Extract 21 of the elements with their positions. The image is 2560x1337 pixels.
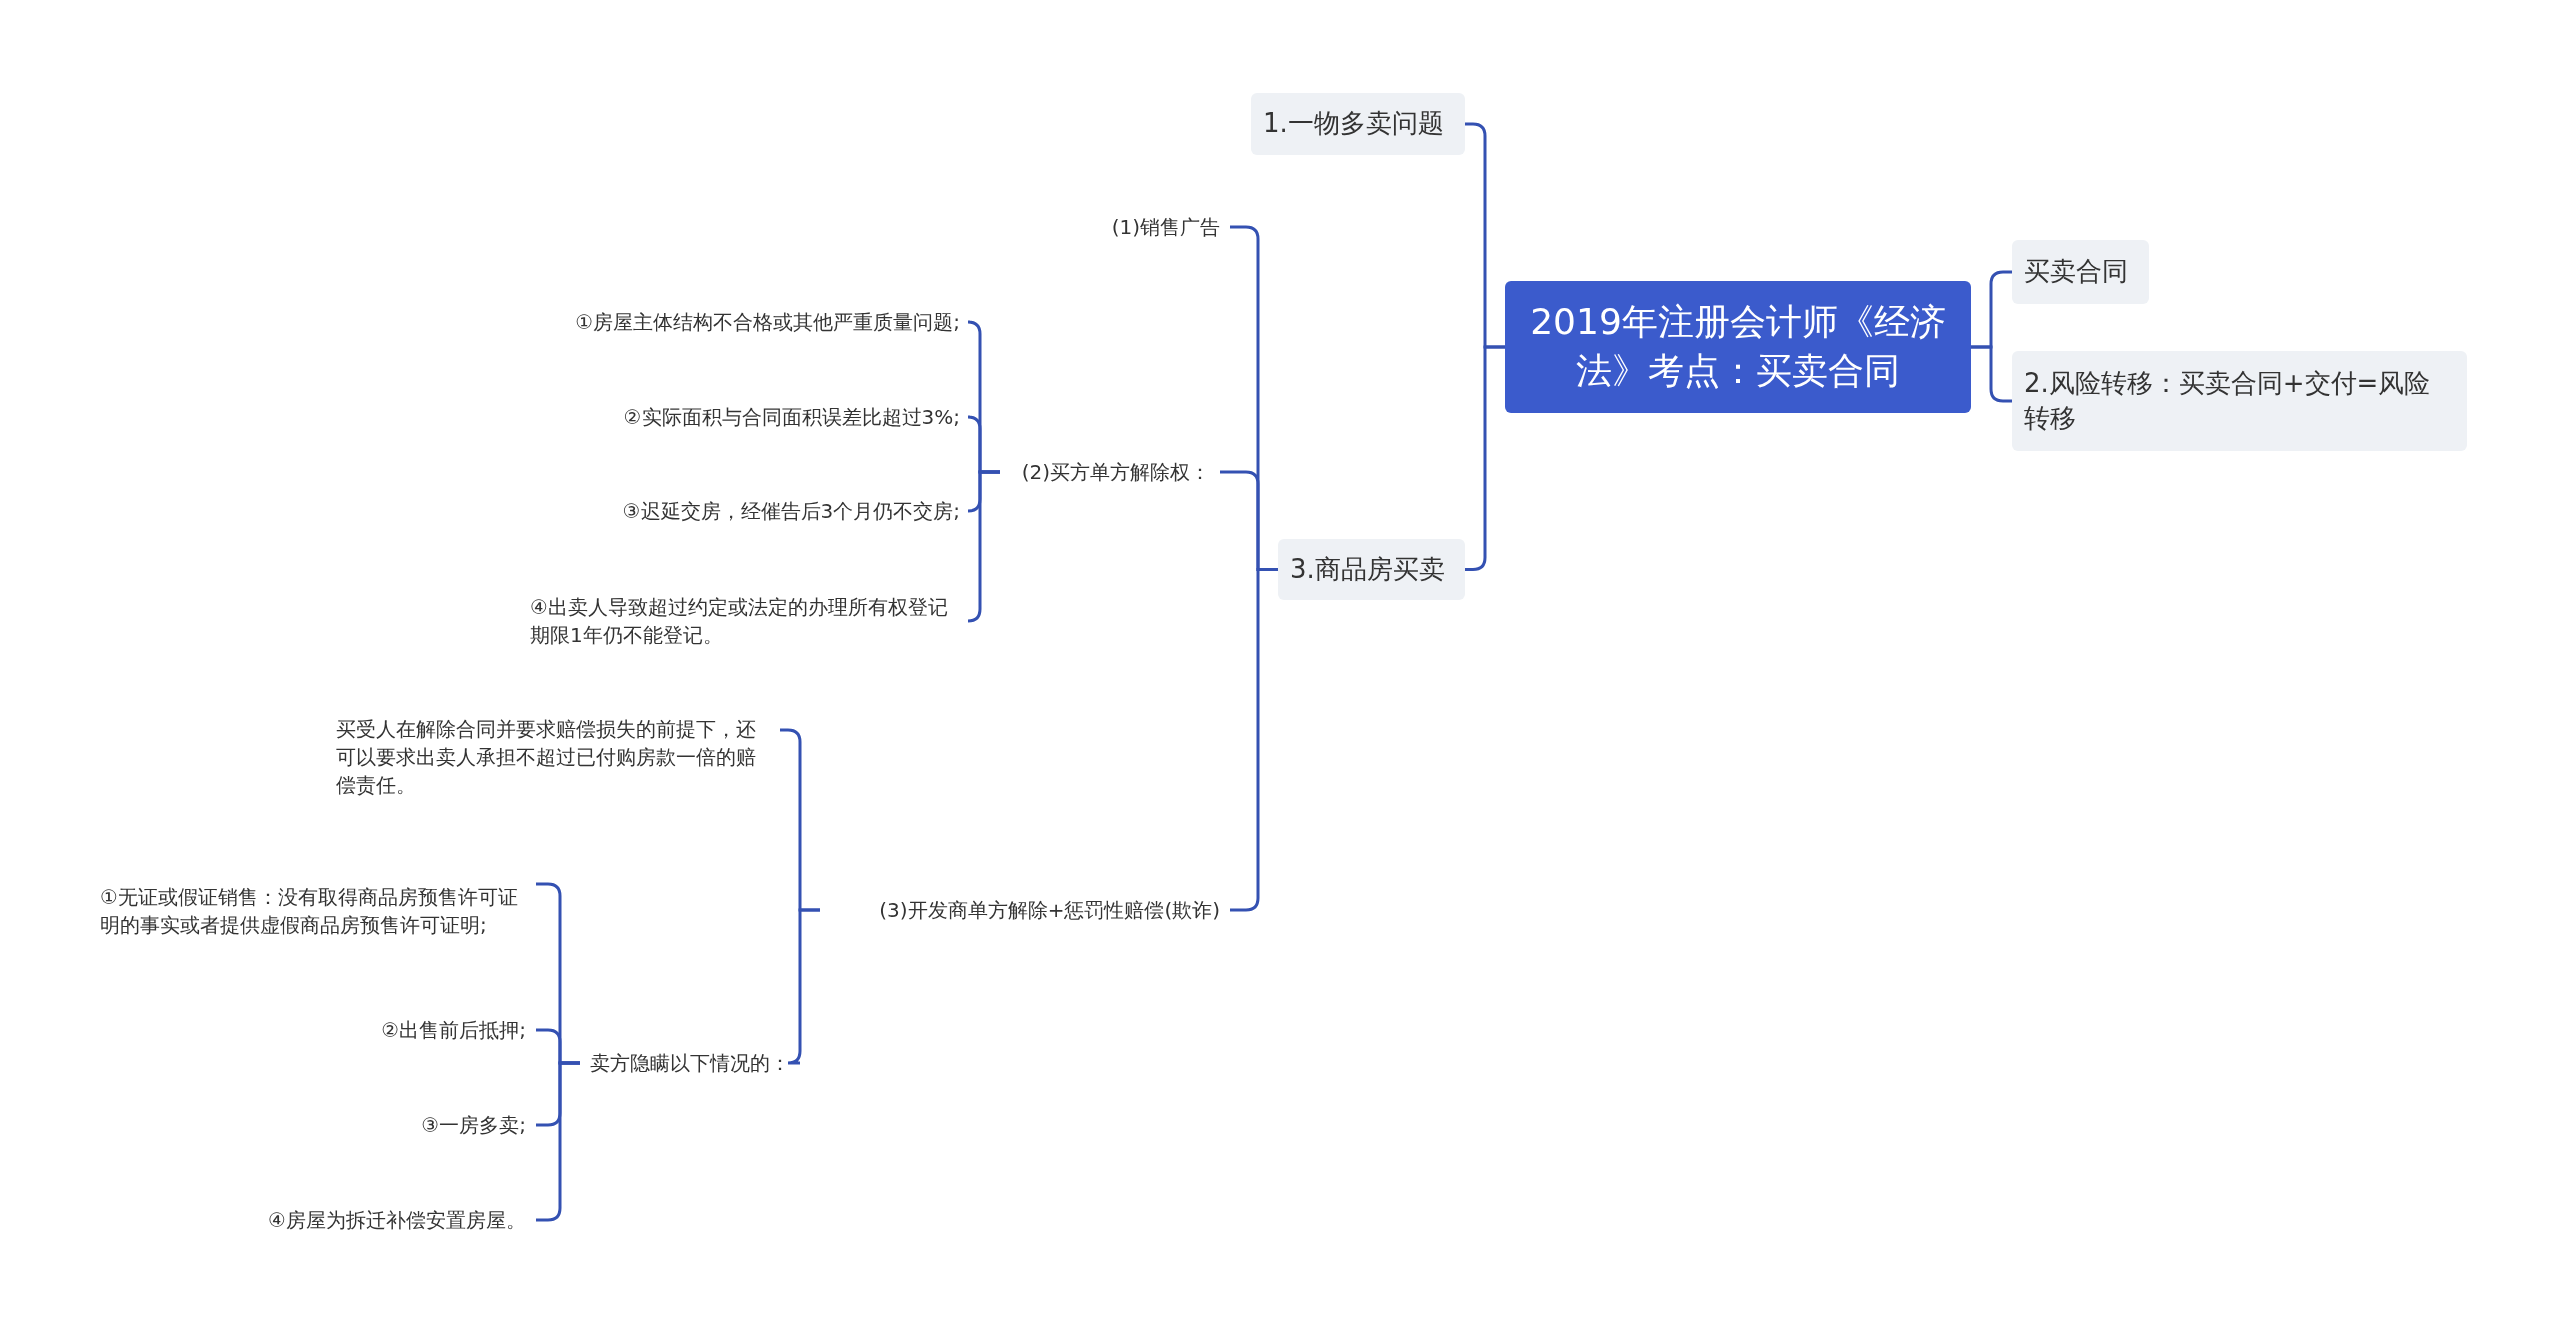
central-topic-box: 2019年注册会计师《经济法》考点：买卖合同 xyxy=(1505,281,1971,413)
subtopic-text: ②出售前后抵押; xyxy=(300,1013,536,1047)
topic-box: 3.商品房买卖 xyxy=(1278,539,1465,600)
subtopic-text: ①房屋主体结构不合格或其他严重质量问题; xyxy=(520,305,970,339)
topic-box: 买卖合同 xyxy=(2012,240,2149,304)
topic-box: 1.一物多卖问题 xyxy=(1251,93,1465,155)
subtopic-text: ③一房多卖; xyxy=(300,1108,536,1142)
subtopic-text: (3)开发商单方解除+惩罚性赔偿(欺诈) xyxy=(820,893,1230,927)
subtopic-text: (1)销售广告 xyxy=(1050,210,1230,244)
subtopic-text: (2)买方单方解除权： xyxy=(1000,455,1220,489)
connector-line xyxy=(966,470,1000,623)
subtopic-text: ①无证或假证销售：没有取得商品房预售许可证明的事实或者提供虚假商品房预售许可证明; xyxy=(100,866,536,956)
subtopic-text: ③迟延交房，经催告后3个月仍不交房; xyxy=(560,494,970,528)
connector-line xyxy=(1465,345,1505,571)
subtopic-text: ④房屋为拆迁补偿安置房屋。 xyxy=(200,1203,536,1237)
subtopic-text: ④出卖人导致超过约定或法定的办理所有权登记期限1年仍不能登记。 xyxy=(530,590,970,652)
subtopic-text: ②实际面积与合同面积误差比超过3%; xyxy=(560,400,970,434)
subtopic-text: 卖方隐瞒以下情况的： xyxy=(580,1046,800,1080)
connector-line xyxy=(1971,345,2012,403)
topic-box: 2.风险转移：买卖合同+交付=风险转移 xyxy=(2012,351,2467,451)
subtopic-text: 买受人在解除合同并要求赔偿损失的前提下，还可以要求出卖人承担不超过已付购房款一倍的赔偿责任。 xyxy=(336,712,780,802)
